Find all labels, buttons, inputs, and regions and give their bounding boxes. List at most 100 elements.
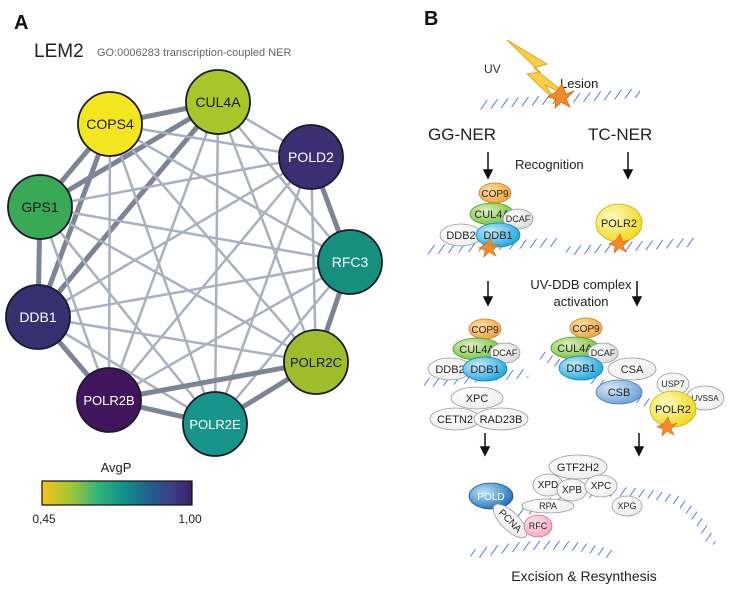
cop9-label: COP9 xyxy=(471,325,499,336)
node-polr2b: POLR2B xyxy=(76,367,142,433)
node-polr2e: POLR2E xyxy=(182,391,248,457)
edge-cops4-polr2e xyxy=(108,122,217,426)
node-circle xyxy=(5,284,71,350)
csa-blob xyxy=(607,357,657,381)
dcaf-label: DCAF xyxy=(493,348,518,358)
node-label: GPS1 xyxy=(21,199,59,215)
xpc-blob xyxy=(450,386,504,410)
go-term-label: GO:0006283 transcription-coupled NER xyxy=(97,47,291,59)
edge-pold2-polr2c xyxy=(309,155,318,364)
xpc-label: XPC xyxy=(466,393,489,405)
node-gps1: GPS1 xyxy=(7,174,73,240)
recognition-label: Recognition xyxy=(515,157,584,172)
dcaf-blob xyxy=(502,208,534,230)
edge-cul4a-rfc3 xyxy=(216,100,352,264)
edge-cops4-rfc3 xyxy=(108,122,352,264)
excision-complex: GTF2H2 XPD XPB XPC RPA XPG POLD PCNA RFC xyxy=(468,454,717,560)
pold-label: POLD xyxy=(477,492,504,503)
lightning-bolt-icon xyxy=(506,39,569,106)
usp7-label: USP7 xyxy=(661,379,685,389)
edge-cul4a-gps1 xyxy=(37,99,221,210)
node-rfc3: RFC3 xyxy=(317,229,383,295)
colorbar-min-label: 0,45 xyxy=(32,512,56,526)
panel-a-letter: A xyxy=(14,12,28,34)
xpg-blob xyxy=(611,495,643,517)
edge-polr2c-polr2b xyxy=(106,359,319,403)
edge-pold2-gps1 xyxy=(38,155,313,209)
dcaf-blob xyxy=(489,342,521,364)
edge-cops4-pold2 xyxy=(108,122,313,159)
node-cul4a: CUL4A xyxy=(185,69,251,135)
uv-label: UV xyxy=(484,62,501,76)
cul4a-label: CUL4A xyxy=(557,343,593,355)
arrow-head-icon xyxy=(479,446,491,457)
network-title: LEM2 xyxy=(34,41,84,62)
rpa-label: RPA xyxy=(539,501,557,511)
ddb1-label: DDB1 xyxy=(483,230,512,242)
edge-cops4-polr2c xyxy=(108,122,318,364)
arrows-top xyxy=(482,152,634,180)
node-circle xyxy=(182,391,248,457)
node-circle xyxy=(283,329,349,395)
edge-ddb1-polr2c xyxy=(36,315,318,364)
node-label: POLR2C xyxy=(290,355,342,370)
tc-recognition-complex: POLR2 xyxy=(565,203,697,256)
edge-gps1-rfc3 xyxy=(38,205,352,264)
xpb-label: XPB xyxy=(562,485,582,496)
dcaf-blob xyxy=(587,342,619,364)
ddb2-label: DDB2 xyxy=(435,364,464,376)
ddb2-label: DDB2 xyxy=(446,230,475,242)
node-label: RFC3 xyxy=(332,254,369,270)
csa-label: CSA xyxy=(621,364,644,376)
rpa-blob xyxy=(521,498,575,514)
edge-pold2-ddb1 xyxy=(36,155,313,319)
node-label: POLR2B xyxy=(83,393,134,408)
node-label: CUL4A xyxy=(195,94,241,110)
edge-rfc3-polr2b xyxy=(107,260,352,402)
colorbar-title: AvgP xyxy=(101,460,132,475)
gtf2h2-label: GTF2H2 xyxy=(557,462,599,474)
node-circle xyxy=(278,124,344,190)
edge-cul4a-polr2e xyxy=(213,100,220,426)
ddb1-blob xyxy=(462,356,508,382)
node-circle xyxy=(76,367,142,433)
colorbar-gradient-bar xyxy=(41,480,193,506)
node-label: DDB1 xyxy=(19,309,57,325)
node-label: POLD2 xyxy=(288,149,334,165)
dna-strand xyxy=(469,540,614,560)
rfc-blob xyxy=(523,514,553,538)
gtf2h2-blob xyxy=(548,454,608,480)
edge-cul4a-polr2b xyxy=(107,100,220,402)
csb-label: CSB xyxy=(608,387,631,399)
colorbar-max-label: 1,00 xyxy=(178,512,202,526)
tc-activation-complex: COP9 CUL4A DCAF DDB1 CSA CSB USP7 UVSSA … xyxy=(537,317,725,437)
node-cops4: COPS4 xyxy=(77,91,143,157)
node-label: COPS4 xyxy=(86,116,134,132)
lesion-star-icon xyxy=(608,233,630,254)
edge-ddb1-polr2e xyxy=(36,315,217,426)
arrows-bottom xyxy=(479,433,645,457)
tc-ner-label: TC-NER xyxy=(588,125,652,144)
lesion-star-icon xyxy=(478,237,500,258)
pcna-blob xyxy=(492,503,528,539)
node-polr2c: POLR2C xyxy=(283,329,349,395)
uvddb-label-line2: activation xyxy=(554,294,609,309)
node-circle xyxy=(317,229,383,295)
dcaf-label: DCAF xyxy=(591,348,616,358)
xpg-label: XPG xyxy=(617,501,636,511)
ddb1-label: DDB1 xyxy=(470,364,499,376)
node-circle xyxy=(77,91,143,157)
polr2-label: POLR2 xyxy=(655,404,691,416)
uvssa-label: UVSSA xyxy=(691,394,719,403)
edge-cops4-ddb1 xyxy=(35,121,113,320)
gg-recognition-complex: COP9 CUL4A DCAF DDB2 DDB1 xyxy=(425,182,559,258)
lesion-star-icon xyxy=(546,83,575,110)
cop9-label: COP9 xyxy=(481,189,509,200)
node-pold2: POLD2 xyxy=(278,124,344,190)
xpc-blob xyxy=(584,474,618,498)
dna-strand xyxy=(565,237,697,256)
cul4a-label: CUL4A xyxy=(474,209,510,221)
rad23b-label: RAD23B xyxy=(480,414,523,426)
